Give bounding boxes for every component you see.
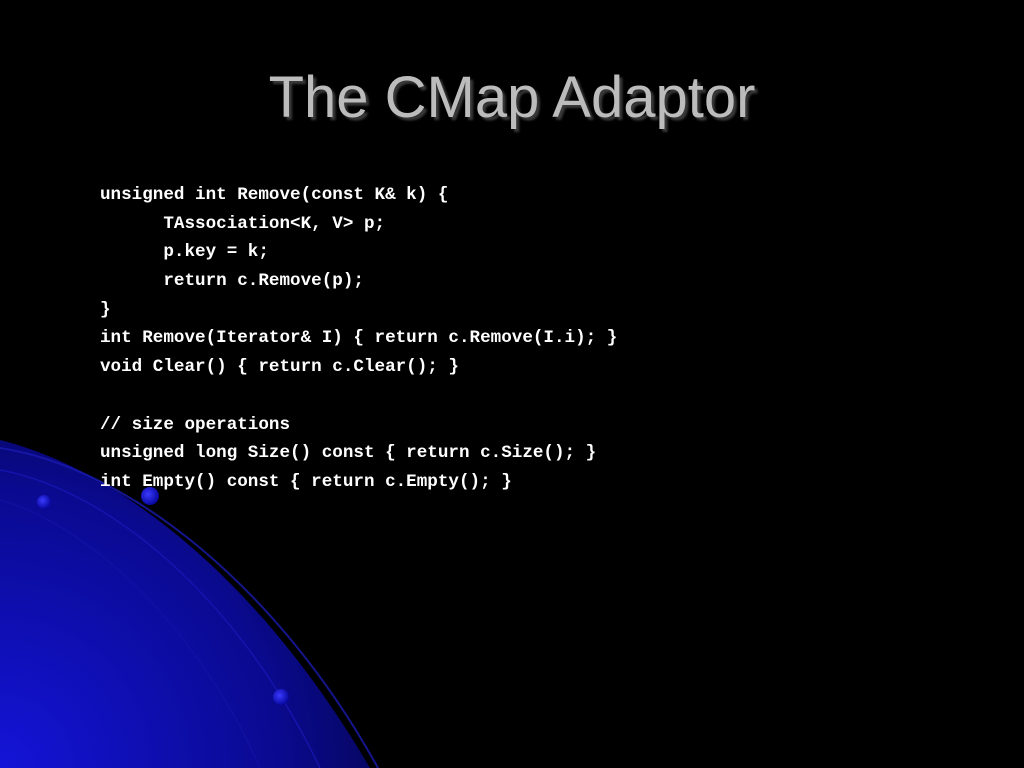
code-line-blank xyxy=(100,382,617,411)
code-line: return c.Remove(p); xyxy=(100,271,364,292)
swoosh-fill xyxy=(0,440,370,768)
swoosh-arc-inner xyxy=(0,499,261,768)
swoosh-dot-1 xyxy=(37,495,51,509)
code-block: unsigned int Remove(const K& k) { TAssoc… xyxy=(100,181,617,497)
code-line: p.key = k; xyxy=(100,242,269,263)
code-line: int Remove(Iterator& I) { return c.Remov… xyxy=(100,328,618,349)
code-line: unsigned int Remove(const K& k) { xyxy=(100,185,449,205)
code-line: } xyxy=(100,299,111,320)
code-line: void Clear() { return c.Clear(); } xyxy=(100,357,459,378)
code-line: unsigned long Size() const { return c.Si… xyxy=(100,443,597,464)
slide-title: The CMap Adaptor xyxy=(268,65,756,130)
code-line: // size operations xyxy=(100,414,291,435)
swoosh-dot-2 xyxy=(141,487,159,505)
code-line: int Empty() const { return c.Empty(); } xyxy=(100,471,512,492)
swoosh-arc-outer xyxy=(0,447,379,768)
swoosh-dot-3 xyxy=(273,689,289,705)
code-line: TAssociation<K, V> p; xyxy=(100,213,386,234)
